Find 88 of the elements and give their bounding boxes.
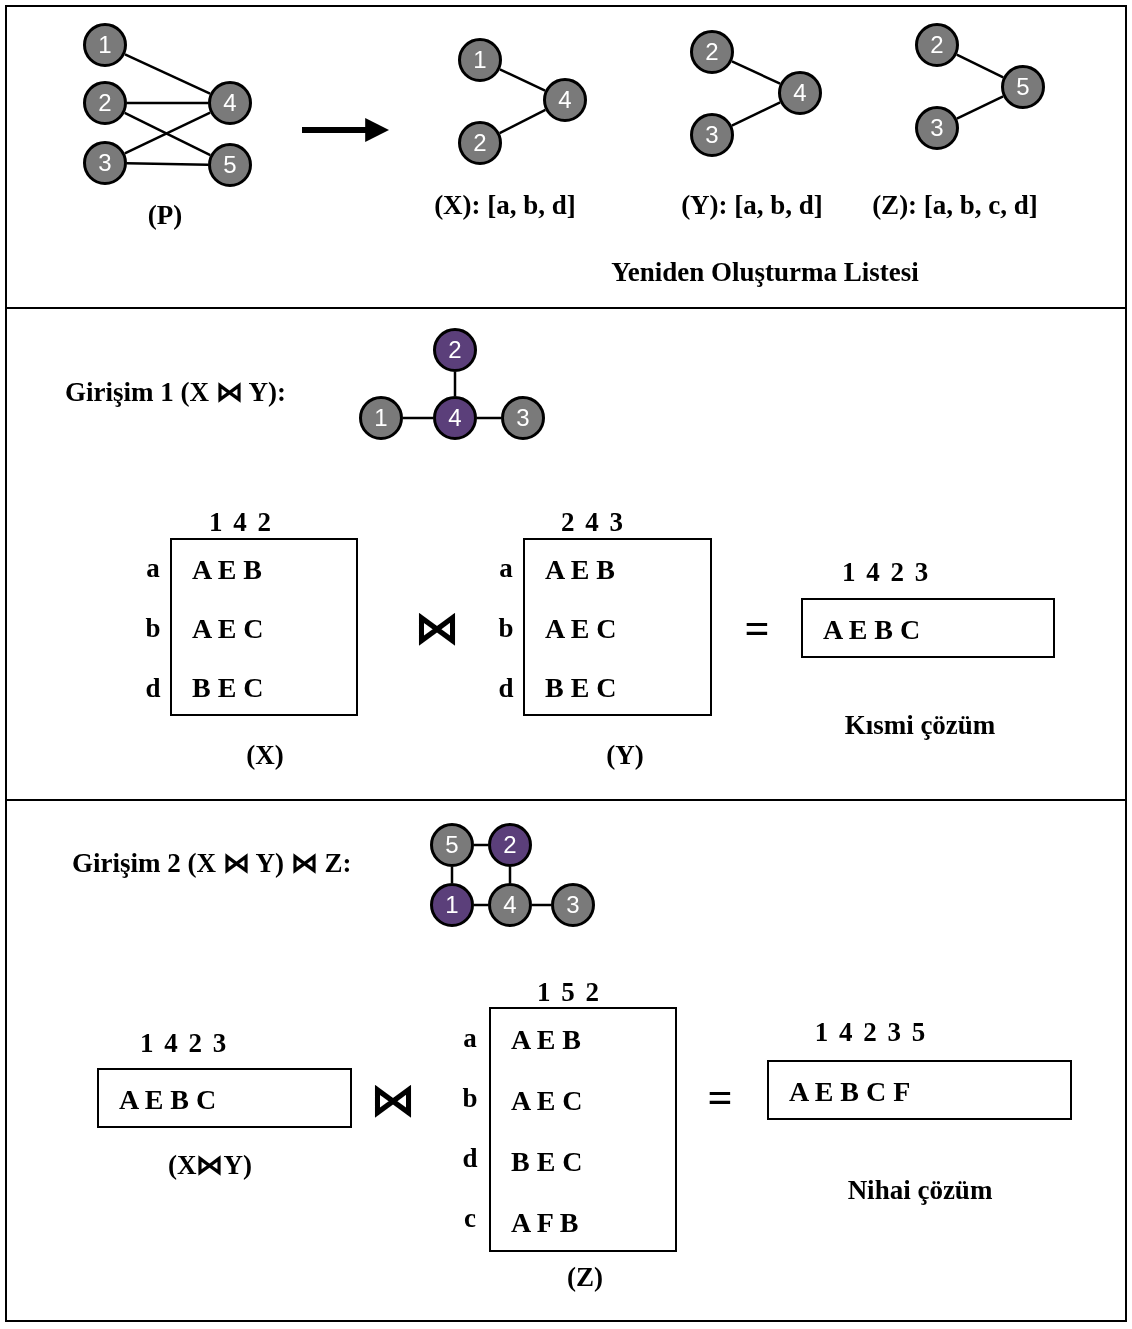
column-header: 1 4 2 — [209, 506, 271, 538]
graph-vertex: 3 — [690, 113, 734, 157]
graph-edge — [499, 108, 546, 135]
graph-vertex: 1 — [359, 396, 403, 440]
graph-edge — [127, 101, 208, 105]
table-box — [523, 538, 712, 716]
graph-edge — [403, 416, 433, 420]
graph-vertex: 2 — [433, 328, 477, 372]
graph-vertex: 4 — [778, 71, 822, 115]
graph-vertex: 4 — [208, 81, 252, 125]
table-row: A E C — [192, 613, 264, 645]
row-label: d — [145, 672, 161, 704]
table-box — [489, 1007, 677, 1252]
column-header: 2 4 3 — [561, 506, 623, 538]
row-label: a — [463, 1022, 477, 1054]
graph-vertex: 3 — [501, 396, 545, 440]
graph-edge — [956, 95, 1004, 120]
table-box — [801, 598, 1055, 658]
graph-vertex: 2 — [690, 30, 734, 74]
table-row: B E C — [192, 672, 264, 705]
table-caption: (Y) — [606, 739, 644, 771]
graph-vertex: 4 — [543, 78, 587, 122]
table-row: A E B C F — [789, 1076, 911, 1108]
graph-vertex: 2 — [915, 23, 959, 67]
table-caption: (X⋈Y) — [168, 1149, 252, 1181]
equals-sign: = — [707, 1071, 733, 1123]
row-label: b — [145, 612, 161, 644]
row-label: b — [462, 1082, 478, 1114]
row-label: d — [498, 672, 514, 704]
table-row: A E C — [511, 1084, 583, 1117]
graph-vertex: 3 — [83, 141, 127, 185]
table-row: A F B — [511, 1207, 579, 1240]
column-header: 1 4 2 3 5 — [814, 1016, 926, 1048]
join-symbol: ⋈ — [415, 603, 459, 654]
graph-vertex: 5 — [430, 823, 474, 867]
graph-vertex: 5 — [208, 143, 252, 187]
section-title: Yeniden Oluşturma Listesi — [611, 256, 919, 288]
graph-edge — [499, 68, 546, 92]
graph-vertex: 4 — [488, 883, 532, 927]
column-header: 1 5 2 — [537, 976, 599, 1008]
table-box — [170, 538, 358, 716]
graph-edge — [477, 416, 501, 420]
graph-vertex: 3 — [551, 883, 595, 927]
graph-vertex: 2 — [83, 81, 127, 125]
graph-edge — [453, 372, 457, 396]
graph-edge — [124, 53, 211, 95]
graph-vertex: 1 — [458, 38, 502, 82]
table-row: A E B C — [119, 1084, 217, 1116]
table-row: A E B — [545, 553, 616, 586]
row-label: d — [462, 1142, 478, 1174]
result-caption: Kısmi çözüm — [844, 709, 996, 741]
graph-vertex: 5 — [1001, 65, 1045, 109]
column-header: 1 4 2 3 — [139, 1027, 227, 1059]
table-box — [767, 1060, 1072, 1120]
graph-vertex: 3 — [915, 106, 959, 150]
attempt-heading: Girişim 2 (X ⋈ Y) ⋈ Z: — [72, 847, 352, 879]
table-row: B E C — [545, 672, 617, 705]
row-label: b — [498, 612, 514, 644]
table-row: A E B — [192, 553, 263, 586]
table-row: A E B C — [823, 614, 921, 646]
join-symbol: ⋈ — [371, 1075, 415, 1126]
table-box — [97, 1068, 352, 1128]
result-caption: Nihai çözüm — [847, 1174, 993, 1206]
attempt-heading: Girişim 1 (X ⋈ Y): — [65, 376, 286, 408]
graph-vertex: 2 — [488, 823, 532, 867]
graph-vertex: 1 — [83, 23, 127, 67]
graph-edge — [731, 60, 781, 85]
graph-caption: (P) — [147, 199, 183, 231]
table-row: A E B — [511, 1023, 582, 1056]
table-row: A E C — [545, 613, 617, 645]
graph-vertex: 2 — [458, 121, 502, 165]
table-caption: (Z) — [567, 1261, 603, 1293]
graph-vertex: 1 — [430, 883, 474, 927]
column-header: 1 4 2 3 — [841, 556, 929, 588]
graph-edge — [731, 101, 781, 127]
decomposition-list: (Y): [a, b, d] — [681, 189, 823, 221]
decomposition-list: (X): [a, b, d] — [434, 189, 576, 221]
row-label: a — [146, 552, 160, 584]
graph-edge — [126, 162, 209, 166]
graph-edge — [532, 903, 551, 907]
row-label: c — [464, 1202, 476, 1234]
decomposition-list: (Z): [a, b, c, d] — [872, 189, 1038, 221]
table-row: B E C — [511, 1146, 583, 1179]
equals-sign: = — [744, 602, 770, 654]
graph-vertex: 4 — [433, 396, 477, 440]
row-label: a — [499, 552, 513, 584]
table-caption: (X) — [246, 739, 284, 771]
graph-edge — [956, 53, 1004, 79]
